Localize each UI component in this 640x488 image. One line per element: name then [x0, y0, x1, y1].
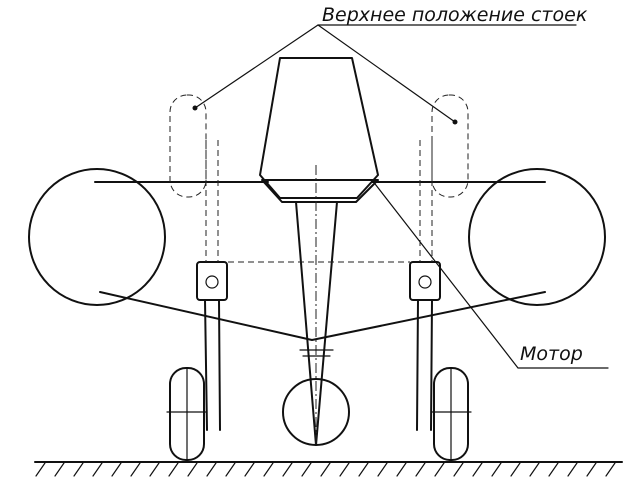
ground-hatch-mark [567, 462, 578, 477]
motor-label: Мотор [520, 343, 583, 365]
ground-hatch-mark [548, 462, 559, 477]
ground-hatch-mark [92, 462, 103, 477]
left-float [28, 168, 166, 306]
ground-hatch-mark [510, 462, 521, 477]
ground-hatch-mark [415, 462, 426, 477]
ground-hatch-mark [301, 462, 312, 477]
ground-hatch-mark [168, 462, 179, 477]
ground [34, 461, 623, 477]
ground-hatch-mark [130, 462, 141, 477]
right-landing-gear [409, 261, 472, 461]
ground-hatch-mark [244, 462, 255, 477]
ground-hatch-mark [491, 462, 502, 477]
left-landing-gear [166, 261, 228, 461]
ground-hatch-mark [605, 462, 616, 477]
ground-hatch-mark [282, 462, 293, 477]
ground-hatch-mark [225, 462, 236, 477]
ground-hatch-mark [472, 462, 483, 477]
upper-strut-position [169, 94, 469, 263]
ground-hatch-mark [35, 462, 46, 477]
upper-position-label: Верхнее положение стоек [322, 4, 588, 26]
ground-hatch-mark [529, 462, 540, 477]
ground-hatch-mark [377, 462, 388, 477]
ground-hatch-mark [339, 462, 350, 477]
ground-hatch-mark [320, 462, 331, 477]
ground-hatch-mark [111, 462, 122, 477]
ground-hatch-mark [263, 462, 274, 477]
right-float [468, 168, 606, 306]
ground-hatch-mark [206, 462, 217, 477]
ground-hatch-mark [358, 462, 369, 477]
ground-hatch-mark [149, 462, 160, 477]
boat-hull [94, 181, 546, 341]
ground-hatch-mark [396, 462, 407, 477]
ground-hatch-mark [187, 462, 198, 477]
leader-lines [192, 24, 609, 369]
ground-hatch-mark [453, 462, 464, 477]
ground-hatch-mark [54, 462, 65, 477]
ground-hatch-mark [434, 462, 445, 477]
ground-hatch-mark [73, 462, 84, 477]
motor [259, 57, 379, 448]
ground-hatch-mark [586, 462, 597, 477]
